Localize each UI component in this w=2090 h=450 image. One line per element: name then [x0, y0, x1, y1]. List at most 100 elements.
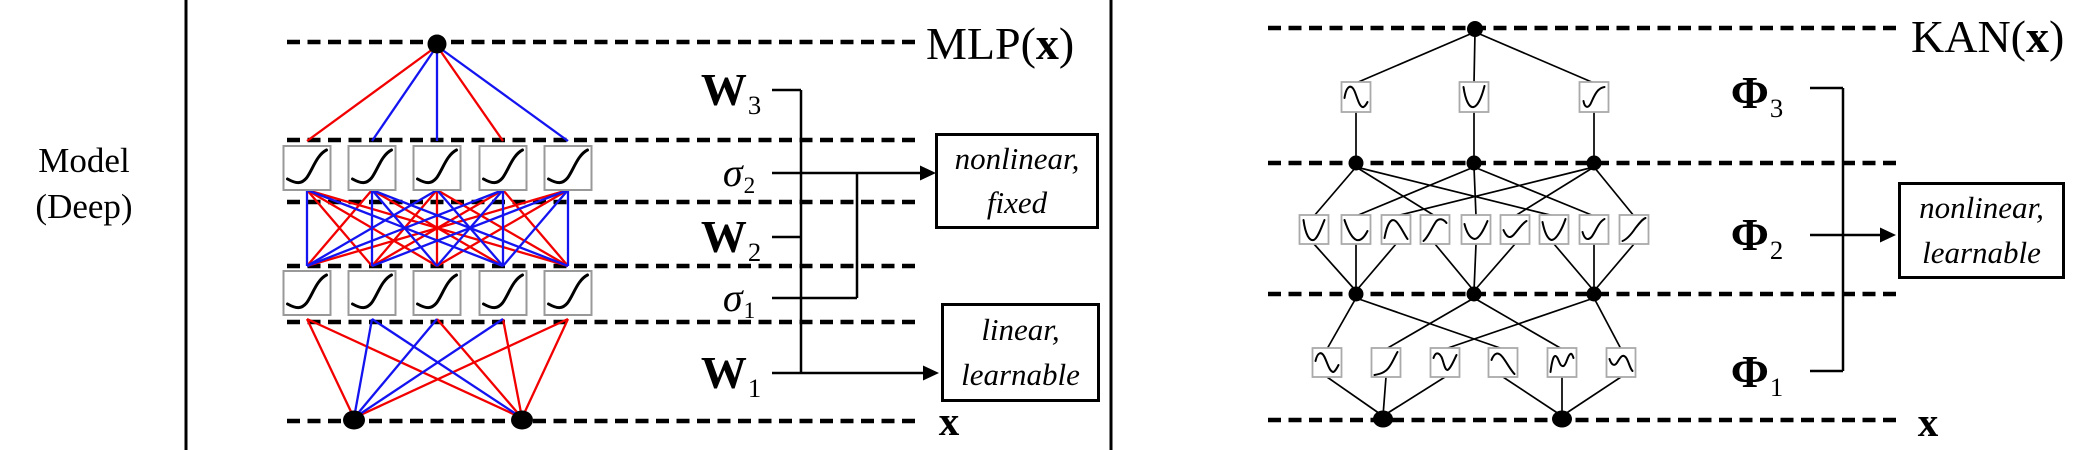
activation-box	[543, 270, 593, 316]
activation-box	[282, 145, 332, 191]
mlp-input-label: x	[938, 398, 960, 444]
activation-box	[1298, 214, 1330, 245]
spline-curve-icon	[1383, 219, 1409, 240]
spline-curve-icon	[1373, 351, 1399, 376]
activation-box	[1605, 347, 1637, 378]
kan-title-prefix: KAN(	[1911, 11, 2026, 62]
mlp-title-x: x	[1035, 18, 1059, 69]
kan-activation-boxes-layer2	[1298, 214, 1650, 245]
activation-box	[1499, 214, 1531, 245]
kan-hidden-node	[1348, 286, 1364, 302]
mlp-activation-boxes-layer1	[282, 270, 593, 316]
spline-curve-icon	[1343, 85, 1369, 108]
kan-title: KAN(x)	[1911, 14, 2064, 60]
kan-output-node	[1467, 21, 1483, 37]
silu-curve-icon	[351, 273, 393, 310]
row-header-line1: Model	[38, 141, 130, 180]
spline-curve-icon	[1463, 220, 1489, 241]
mlp-label-sigma1: σ1	[722, 275, 756, 325]
kan-nodes	[1348, 21, 1602, 428]
activation-box	[1370, 347, 1402, 378]
activation-box	[1578, 214, 1610, 245]
mlp-edges-blue	[305, 45, 570, 419]
callout-line: learnable	[1922, 234, 2041, 270]
silu-curve-icon	[416, 273, 458, 310]
mlp-callout-arrowheads	[920, 165, 939, 381]
mlp-nodes	[343, 34, 533, 430]
activation-box	[1429, 347, 1461, 378]
activation-box	[1419, 214, 1451, 245]
spline-curve-icon	[1582, 86, 1606, 108]
spline-curve-icon	[1541, 218, 1567, 242]
kan-hidden-node	[1348, 155, 1364, 171]
arrow-right-icon	[923, 365, 939, 381]
spline-curve-icon	[1581, 218, 1606, 241]
spline-curve-icon	[1422, 218, 1448, 242]
mlp-title-suffix: )	[1058, 18, 1075, 69]
mlp-title-prefix: MLP(	[926, 18, 1036, 69]
kan-edges	[1313, 31, 1635, 417]
silu-curve-icon	[547, 148, 589, 185]
kan-activation-boxes-layer1	[1311, 347, 1637, 378]
mlp-activation-boxes-layer2	[282, 145, 593, 191]
mlp-title: MLP(x)	[926, 21, 1074, 67]
spline-curve-icon	[1549, 352, 1575, 373]
spline-curve-icon	[1302, 219, 1326, 242]
kan-layer-dashed-lines	[1268, 25, 1897, 423]
spline-curve-icon	[1432, 352, 1458, 372]
callout-line: learnable	[961, 356, 1080, 392]
spline-curve-icon	[1314, 352, 1340, 374]
mlp-callout-connectors	[772, 88, 927, 375]
spline-curve-icon	[1490, 352, 1516, 375]
spline-curve-icon	[1621, 217, 1647, 242]
kan-hidden-node	[1466, 155, 1482, 171]
callout-line: nonlinear,	[1919, 190, 2044, 226]
mlp-callout-linear-learnable: linear, learnable	[941, 303, 1100, 402]
mlp-label-w3: W3	[700, 64, 762, 120]
kan-title-x: x	[2025, 11, 2049, 62]
mlp-callout-nonlinear-fixed: nonlinear, fixed	[935, 133, 1099, 229]
silu-curve-icon	[351, 148, 393, 185]
spline-curve-icon	[1502, 220, 1528, 239]
activation-box	[1380, 214, 1412, 245]
mlp-layer-dashed-lines	[287, 39, 918, 424]
activation-box	[1546, 347, 1578, 378]
silu-curve-icon	[547, 273, 589, 310]
kan-hidden-node	[1586, 286, 1602, 302]
activation-box	[347, 145, 397, 191]
activation-box	[347, 270, 397, 316]
callout-line: linear,	[981, 312, 1060, 348]
activation-box	[1340, 214, 1372, 245]
kan-hidden-node	[1586, 155, 1602, 171]
activation-box	[1460, 214, 1492, 245]
activation-box	[1578, 81, 1610, 113]
activation-box	[1458, 81, 1490, 113]
activation-box	[478, 270, 528, 316]
activation-box	[1311, 347, 1343, 378]
kan-callout-arrowheads	[1880, 227, 1896, 243]
arrow-right-icon	[920, 165, 936, 181]
mlp-input-node	[343, 410, 365, 430]
spline-curve-icon	[1608, 354, 1634, 372]
kan-label-phi2: Φ2	[1730, 209, 1784, 265]
kan-input-node	[1552, 410, 1572, 428]
spline-curve-icon	[1462, 85, 1486, 109]
kan-input-label: x	[1917, 399, 1939, 445]
kan-activation-boxes-layer3	[1340, 81, 1610, 113]
kan-title-suffix: )	[2048, 11, 2065, 62]
mlp-input-node	[511, 410, 533, 430]
kan-input-node	[1373, 410, 1393, 428]
silu-curve-icon	[286, 148, 328, 185]
mlp-output-node	[427, 34, 447, 54]
mlp-label-w1: W1	[700, 347, 762, 403]
kan-label-phi1: Φ1	[1730, 346, 1784, 402]
activation-box	[1618, 214, 1650, 245]
kan-callout-nonlinear-learnable: nonlinear, learnable	[1898, 182, 2065, 279]
callout-line: fixed	[986, 185, 1048, 220]
activation-box	[1340, 81, 1372, 113]
activation-box	[412, 145, 462, 191]
mlp-label-sigma2: σ2	[722, 150, 756, 200]
kan-label-phi3: Φ3	[1730, 67, 1784, 123]
